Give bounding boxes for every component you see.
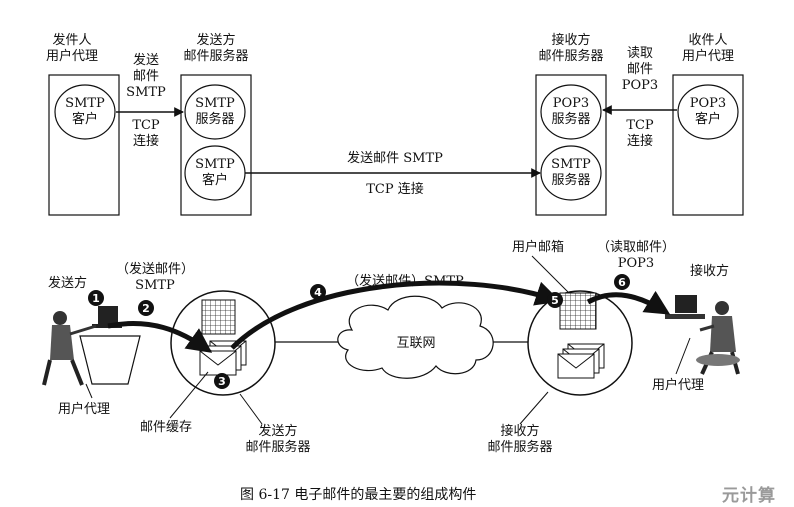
callout-mailbox [531,255,569,293]
step-5-badge: 5 [551,294,559,307]
sender-smtp-server-label: SMTP 服务器 [195,96,235,127]
sender-smtp-server-circle [184,84,246,140]
receiver-smtp-server-label: SMTP 服务器 [551,157,591,188]
middle-tcp-label: TCP 连接 [366,182,424,197]
receiver-label: 接收方 [690,264,730,279]
arrow-step6 [586,290,671,315]
receiver-pop3-server-circle [540,84,602,140]
receiver-smtp-server-circle [540,145,602,201]
step2-label: （发送邮件） SMTP [115,262,194,293]
callout-sender-server [239,393,263,425]
sender-agent-title: 发件人 用户代理 [46,33,99,64]
middle-arrow-label: 发送邮件 SMTP [347,151,443,166]
mailbox-label: 用户邮箱 [511,240,564,255]
sender-smtp-client2-label: SMTP 客户 [195,157,235,188]
step-4-badge: 4 [314,286,322,299]
receiver-pop3-server-label: POP3 服务器 [551,96,591,127]
step-1-badge: 1 [92,292,100,305]
receiver-server-bottom-label: 接收方 邮件服务器 [487,424,553,455]
receiver-person-figure [665,295,740,375]
sender-user-agent-label: 用户代理 [58,402,111,417]
receiver-user-agent-label: 用户代理 [652,378,705,393]
receiver-envelopes [557,343,605,379]
receiver-server-circle [527,290,633,396]
internet-label: 互联网 [396,336,436,351]
internet-cloud [337,295,494,379]
sender-server-bottom-label: 发送方 邮件服务器 [245,424,311,455]
tcp-right-label: TCP 连接 [626,118,654,149]
sender-smtp-client-label: SMTP 客户 [65,96,105,127]
mail-cache-label: 邮件缓存 [140,420,193,435]
figure-caption: 图 6-17 电子邮件的最主要的组成构件 [240,487,477,503]
arrow-step4 [230,280,561,350]
callout-sender-agent [85,383,93,399]
step-2-badge: 2 [142,302,150,315]
step6-label: （读取邮件） POP3 [596,240,675,271]
read-mail-pop3-label: 读取 邮件 POP3 [621,46,659,93]
callout-mail-cache [169,371,209,419]
receiver-pop3-client-circle [677,84,739,140]
step4-label: （发送邮件）SMTP [346,274,464,289]
sender-person-figure [42,306,141,386]
arrow-step2 [107,321,213,353]
callout-receiver-agent [675,337,691,375]
receiver-server-title: 接收方 邮件服务器 [538,33,604,64]
mail-cache-envelopes [199,340,247,376]
tcp-left-label: TCP 连接 [132,118,160,149]
sender-grid [201,299,236,335]
callout-receiver-server [519,391,549,425]
send-mail-smtp-label: 发送 邮件 SMTP [126,53,166,100]
step-6-badge: 6 [618,276,626,289]
sender-server-title: 发送方 邮件服务器 [183,33,249,64]
receiver-pop3-client-label: POP3 客户 [689,96,727,127]
step-badges: 1 2 3 4 5 6 [88,274,630,389]
watermark-logo: 元计算 [722,486,776,506]
step-3-badge: 3 [218,375,226,388]
sender-label: 发送方 [48,276,88,291]
receiver-agent-title: 收件人 用户代理 [681,33,734,64]
sender-smtp-client-circle [54,84,116,140]
